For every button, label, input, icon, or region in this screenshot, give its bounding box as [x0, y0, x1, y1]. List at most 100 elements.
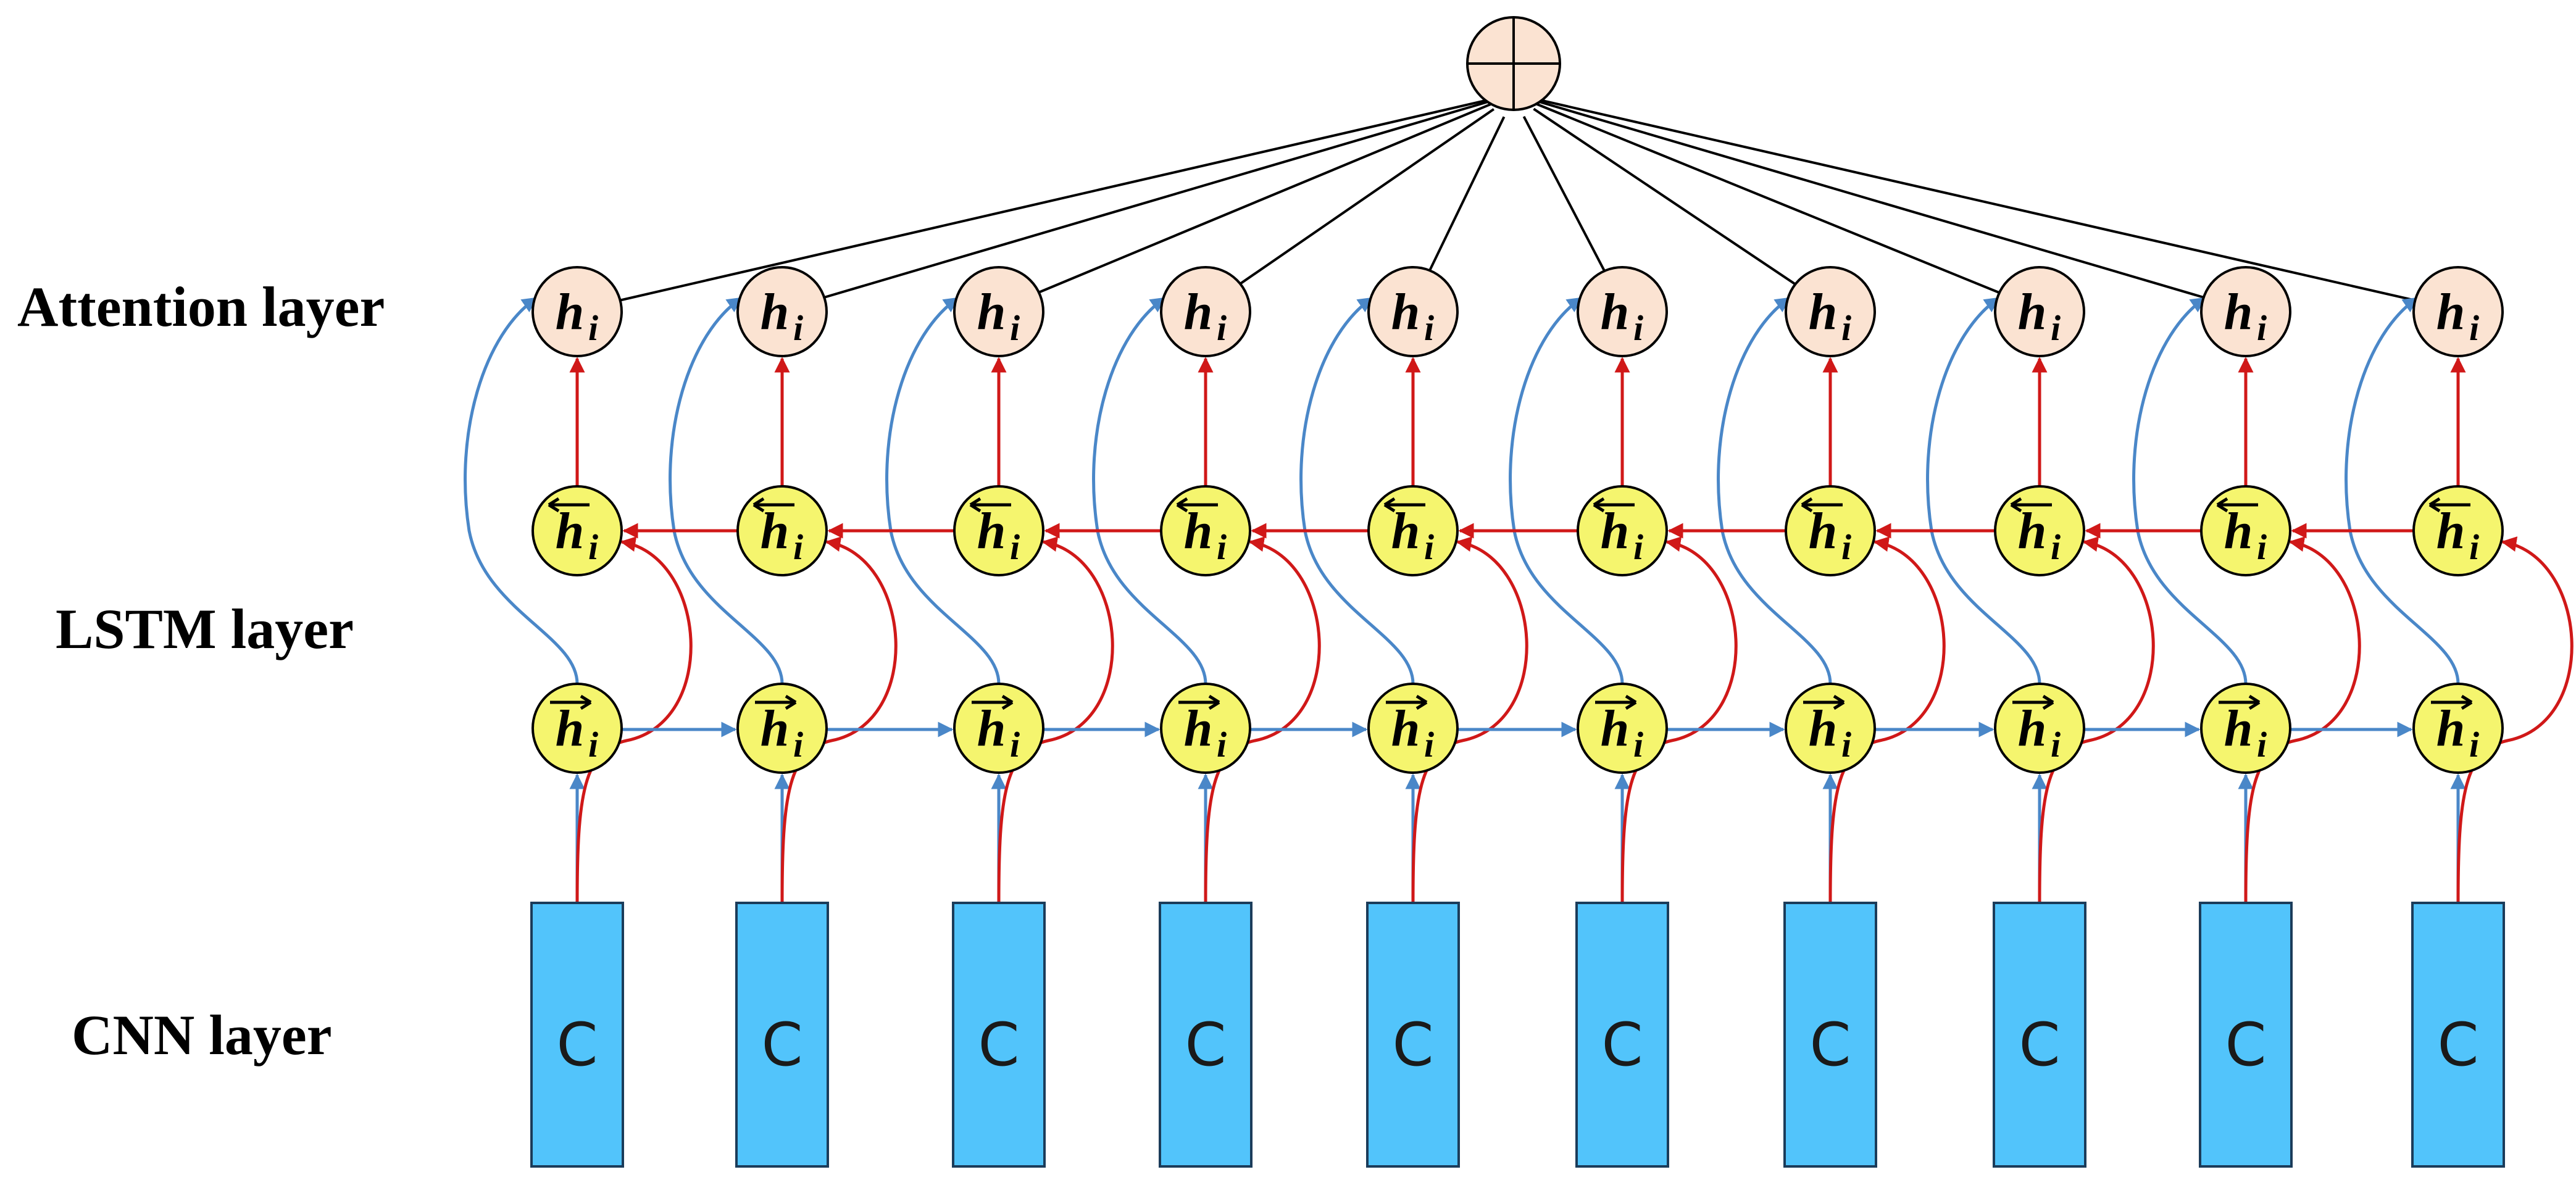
- hidden-state-subscript: i: [1217, 308, 1227, 348]
- hidden-state-symbol: h: [1184, 502, 1213, 560]
- forward-to-attention-arrow: [464, 296, 579, 684]
- hidden-state-symbol: h: [1184, 283, 1213, 341]
- cnn-node: C: [735, 902, 829, 1168]
- hidden-state-symbol: h: [2436, 502, 2466, 560]
- hidden-state-subscript: i: [793, 308, 803, 348]
- direction-arrow-head: [1415, 694, 1428, 710]
- hidden-state-symbol: h: [977, 700, 1006, 757]
- direction-arrow-head: [2010, 497, 2022, 513]
- hidden-state-symbol: h: [1809, 700, 1838, 757]
- cnn-block: [1993, 902, 2086, 1168]
- cnn-node: C: [2411, 902, 2505, 1168]
- cnn-node: C: [1159, 902, 1253, 1168]
- node-circle: [2412, 266, 2504, 357]
- hidden-state-subscript: i: [1424, 308, 1434, 348]
- direction-arrow-head: [1383, 497, 1396, 513]
- hidden-state-symbol: h: [1601, 502, 1630, 560]
- direction-arrow-head: [1208, 694, 1220, 710]
- hidden-state-subscript: i: [1010, 725, 1020, 765]
- cnn-to-backward-arrow: [1204, 536, 1321, 904]
- direction-arrow-head: [752, 497, 765, 513]
- hidden-state-symbol: h: [1184, 700, 1213, 757]
- direction-arrow-head: [1833, 694, 1845, 710]
- cnn-block: [530, 902, 624, 1168]
- attention-to-sum-line: [620, 98, 1490, 302]
- node-circle: [2412, 683, 2504, 774]
- connection-arrows: [464, 296, 2574, 904]
- node-circle: [736, 266, 828, 357]
- hidden-state-symbol: h: [556, 700, 585, 757]
- cnn-node: C: [952, 902, 1046, 1168]
- direction-arrow-head: [1625, 694, 1637, 710]
- node-circle: [2200, 266, 2291, 357]
- hidden-state-subscript: i: [588, 527, 598, 567]
- hidden-state-subscript: i: [1217, 527, 1227, 567]
- hidden-state-subscript: i: [1424, 527, 1434, 567]
- cnn-layer-label: CNN layer: [72, 1003, 332, 1066]
- attention-to-sum-line: [1538, 98, 2416, 302]
- cnn-block-label: C: [2437, 1010, 2478, 1079]
- node-circle: [531, 266, 623, 357]
- hidden-state-subscript: i: [1010, 308, 1020, 348]
- node-circle: [953, 683, 1044, 774]
- cnn-to-backward-arrow: [1411, 536, 1528, 904]
- hidden-state-subscript: i: [1633, 527, 1643, 567]
- hidden-state-subscript: i: [2257, 527, 2267, 567]
- cnn-block-label: C: [2225, 1010, 2266, 1079]
- hidden-state-symbol: h: [977, 283, 1006, 341]
- hidden-state-symbol: h: [2436, 700, 2466, 757]
- hidden-state-subscript: i: [1633, 308, 1643, 348]
- hidden-state-symbol: h: [2018, 502, 2047, 560]
- hidden-state-symbol: h: [556, 283, 585, 341]
- cnn-node: C: [2199, 902, 2293, 1168]
- hidden-state-symbol: h: [2224, 502, 2253, 560]
- hidden-state-subscript: i: [2469, 308, 2479, 348]
- cnn-block: [1575, 902, 1669, 1168]
- hidden-state-subscript: i: [1841, 527, 1851, 567]
- cnn-block-label: C: [1601, 1010, 1643, 1079]
- hidden-state-subscript: i: [2051, 308, 2061, 348]
- hidden-state-symbol: h: [2018, 700, 2047, 757]
- hidden-state-subscript: i: [793, 725, 803, 765]
- hidden-state-symbol: h: [1601, 283, 1630, 341]
- attention-sum-node: [1466, 16, 1561, 111]
- node-circle: [736, 683, 828, 774]
- cnn-block: [1366, 902, 1460, 1168]
- hidden-state-subscript: i: [2051, 527, 2061, 567]
- node-circle: [1994, 266, 2085, 357]
- hidden-state-symbol: h: [556, 502, 585, 560]
- cnn-to-backward-arrow: [997, 536, 1114, 904]
- hidden-state-subscript: i: [1841, 725, 1851, 765]
- cnn-block-label: C: [2019, 1010, 2060, 1079]
- hidden-state-subscript: i: [1633, 725, 1643, 765]
- cnn-to-backward-arrow: [575, 536, 693, 904]
- cnn-to-backward-arrow: [780, 536, 898, 904]
- cnn-block-label: C: [556, 1010, 598, 1079]
- direction-arrow-head: [969, 497, 982, 513]
- lstm-layer-label: LSTM layer: [56, 597, 354, 660]
- direction-arrow-head: [785, 694, 797, 710]
- attention-to-sum-line: [823, 100, 1490, 299]
- direction-arrow-head: [548, 497, 560, 513]
- node-circle: [1785, 683, 1876, 774]
- direction-arrow-head: [2428, 497, 2441, 513]
- hidden-state-subscript: i: [1841, 308, 1851, 348]
- node-circle: [1160, 266, 1251, 357]
- hidden-state-subscript: i: [588, 308, 598, 348]
